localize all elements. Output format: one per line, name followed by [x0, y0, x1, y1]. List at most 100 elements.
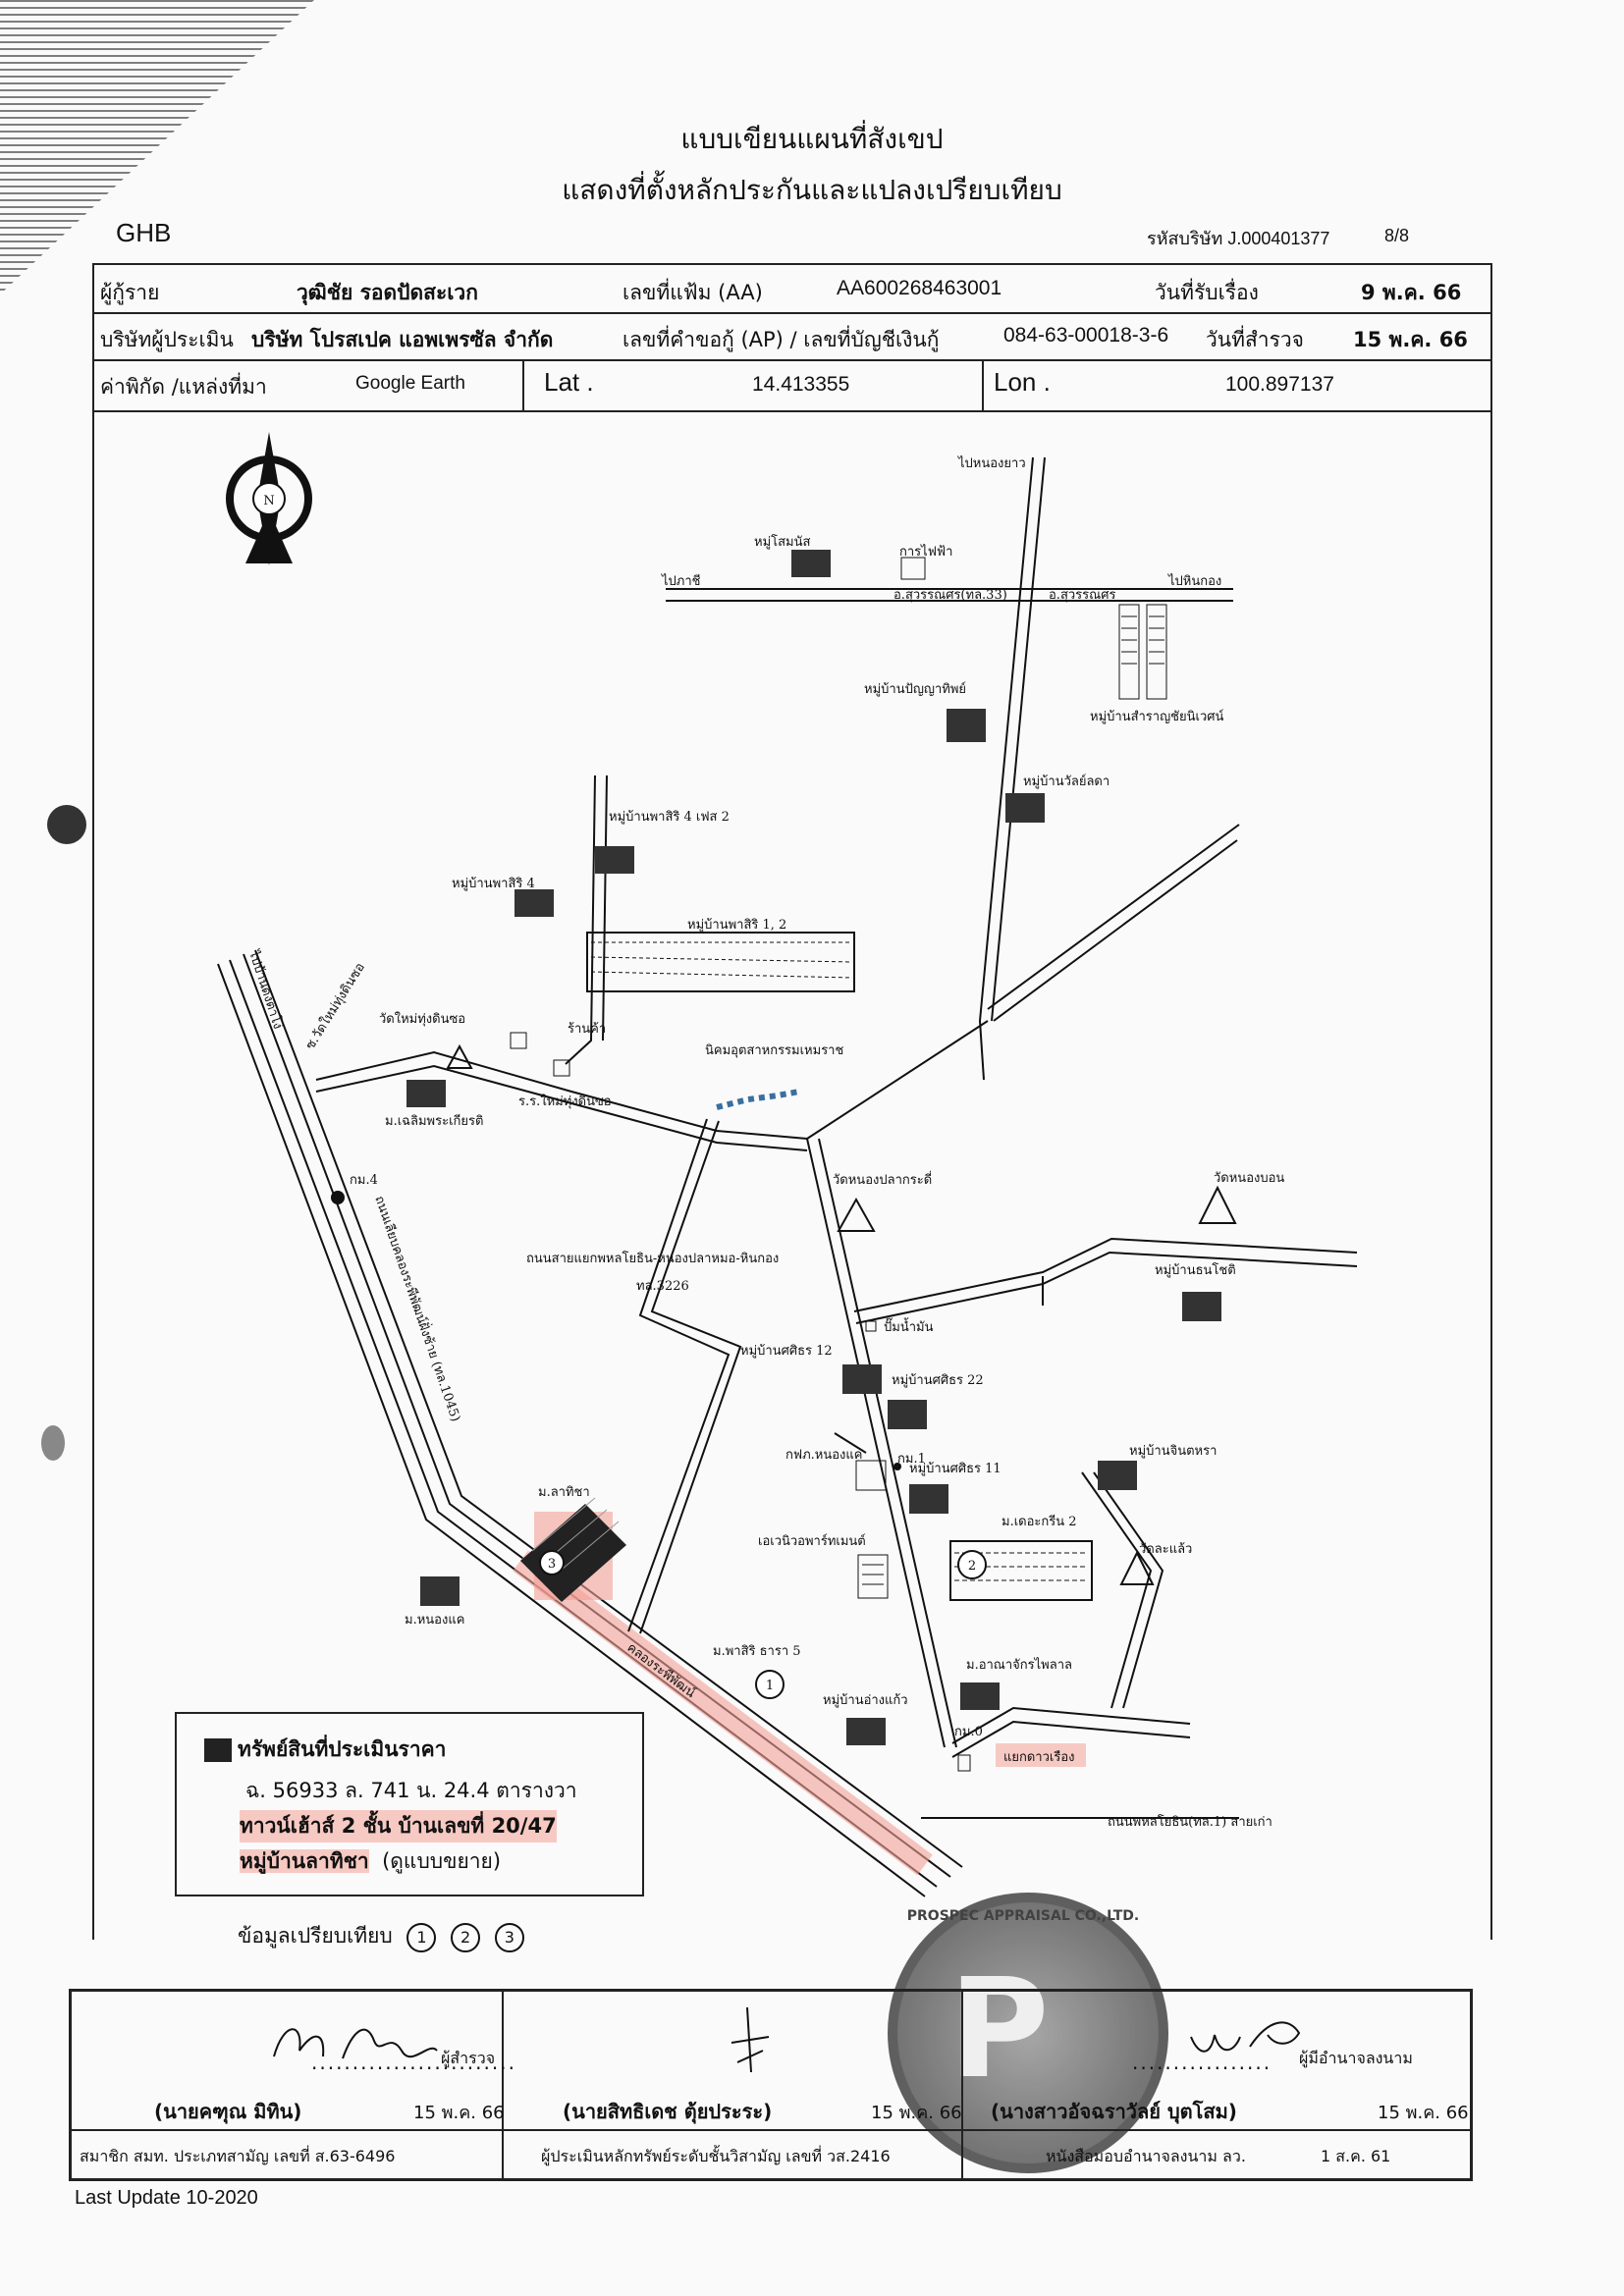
label-chaloem: ม.เฉลิมพระเกียรติ — [385, 1113, 483, 1129]
label-electric: การไฟฟ้า — [899, 544, 952, 560]
survey-label: วันที่สำรวจ — [1206, 328, 1304, 351]
sig-divider — [502, 1992, 504, 2178]
stamp-text: PROSPEC APPRAISAL CO.,LTD. — [906, 1908, 1140, 1924]
housing-block-saran — [1118, 604, 1167, 700]
comparable-circle-1: 1 — [406, 1923, 437, 1952]
row-divider — [94, 312, 1490, 314]
label-nongkhae-village: ม.หนองแค — [405, 1613, 464, 1628]
label-school: ร.ร.ใหม่ทุ่งดินซอ — [518, 1094, 612, 1109]
appraiser-signature — [731, 2006, 770, 2073]
request-label: เลขที่คำขอกู้ (AP) / เลขที่บัญชีเงินกู้ — [623, 328, 940, 351]
legend-type: ทาวน์เฮ้าส์ 2 ชั้น บ้านเลขที่ 20/47 — [240, 1810, 557, 1842]
row-divider — [94, 359, 1490, 361]
survey-value: 15 พ.ค. 66 — [1353, 328, 1468, 351]
label-suwannason: อ.สุวรรณศร(ทล.33) — [893, 588, 1007, 603]
map-svg: N — [217, 432, 1358, 1897]
surveyor-date: 15 พ.ค. 66 — [413, 2103, 505, 2123]
village-icons — [406, 550, 1221, 1745]
appraiser-label: บริษัทผู้ประเมิน — [100, 328, 234, 351]
road-network — [315, 456, 1358, 1819]
comparable-circle-3: 3 — [494, 1923, 524, 1952]
surveyor-signature — [273, 2028, 438, 2059]
label-to-hinkong: ไปหินกอง — [1167, 573, 1221, 589]
company-code: รหัสบริษัท J.000401377 — [1147, 229, 1330, 248]
legend-title-row: ทรัพย์สินที่ประเมินราคา — [204, 1734, 446, 1766]
label-industrial: นิคมอุตสาหกรรมเหมราช — [705, 1043, 843, 1058]
info-table: ผู้กู้ราย วุฒิชัย รอดปัดสะเวก เลขที่แฟ้ม… — [92, 263, 1492, 412]
legend-deed: ฉ. 56933 ล. 741 น. 24.4 ตารางวา — [245, 1779, 577, 1802]
map-labels: ไปหนองยาว หมู่โสมนัส การไฟฟ้า ไปภาชี อ.ส… — [245, 455, 1285, 1830]
north-arrow-icon: N — [226, 432, 312, 565]
label-village-jintra: หมู่บ้านจินตหรา — [1129, 1444, 1217, 1459]
label-village-saran: หมู่บ้านสำราญชัยนิเวศน์ — [1090, 709, 1224, 724]
industrial-estate-mark — [716, 1089, 800, 1110]
coord-label: ค่าพิกัด /แหล่งที่มา — [100, 375, 267, 399]
legend-box: ทรัพย์สินที่ประเมินราคา ฉ. 56933 ล. 741 … — [175, 1712, 644, 1896]
company-stamp: P PROSPEC APPRAISAL CO.,LTD. — [888, 1893, 1168, 2173]
applicant-label: ผู้กู้ราย — [100, 281, 160, 304]
label-village-sasiri12: หมู่บ้านศศิธร 12 — [740, 1344, 833, 1359]
label-to-phachi: ไปภาชี — [661, 573, 701, 589]
label-main-road: ถนนเลียบคลองระพีพัฒน์ฝั่งซ้าย (ทล.1045) — [371, 1194, 464, 1424]
last-update: Last Update 10-2020 — [75, 2187, 258, 2209]
lon-label: Lon . — [994, 367, 1051, 397]
label-shop: ร้านค้า — [568, 1022, 606, 1037]
label-pasiri-thara: ม.พาสิริ ธารา 5 — [713, 1644, 801, 1659]
km1-dot — [893, 1463, 901, 1470]
label-deeglin2: ม.เดอะกรีน 2 — [1001, 1514, 1077, 1529]
director-note: หนังสือมอบอำนาจลงนาม ลว. — [1046, 2147, 1246, 2165]
signature-block: ......................... ผู้สำรวจ (นายค… — [69, 1989, 1473, 2181]
director-name: (นางสาวอัจฉราวัลย์ บุตโสม) — [991, 2100, 1237, 2123]
appraiser-license: ผู้ประเมินหลักทรัพย์ระดับชั้นวิสามัญ เลข… — [541, 2147, 891, 2165]
file-label: เลขที่แฟ้ม (AA) — [623, 281, 763, 304]
comparable-circle-2: 2 — [451, 1923, 481, 1952]
director-note-date: 1 ส.ค. 61 — [1321, 2147, 1391, 2165]
appraiser-date: 15 พ.ค. 66 — [871, 2103, 962, 2123]
surveyor-name: (นายคฑุณ มิทิน) — [154, 2100, 302, 2123]
label-village-thanchoke: หมู่บ้านธนโชติ — [1155, 1262, 1236, 1278]
label-road-nongkhae: ถนนสายแยกพหลโยธิน-หนองปลาหมอ-หินกอง — [526, 1251, 779, 1266]
marker-2: 2 — [968, 1559, 976, 1574]
lat-value: 14.413355 — [752, 373, 850, 396]
col-divider — [982, 359, 984, 410]
page-title: แบบเขียนแผนที่สังเขป — [680, 123, 944, 155]
label-junction: แยกดาวเรือง — [1003, 1749, 1075, 1765]
received-value: 9 พ.ค. 66 — [1361, 281, 1462, 304]
punch-hole — [41, 1425, 65, 1461]
legend-title: ทรัพย์สินที่ประเมินราคา — [238, 1737, 447, 1761]
label-village-soson: หมู่โสมนัส — [754, 534, 811, 550]
label-wat-kaew: วัดละแล้ว — [1139, 1542, 1192, 1557]
label-wat-nongthong: วัดใหม่ทุ่งดินซอ — [379, 1011, 465, 1027]
director-date: 15 พ.ค. 66 — [1378, 2103, 1469, 2123]
housing-block-green — [949, 1540, 1093, 1601]
shop-icon — [510, 1032, 527, 1049]
legend-village: หมู่บ้านลาทิชา — [240, 1849, 369, 1873]
director-role: ผู้มีอำนาจลงนาม — [1299, 2049, 1413, 2067]
col-divider — [522, 359, 524, 410]
sig-row-divider — [72, 2129, 1470, 2131]
label-village-sasiri22: หมู่บ้านศศิธร 22 — [892, 1373, 984, 1388]
north-label: N — [263, 494, 274, 508]
appraiser-name: (นายสิทธิเดช ตุ้ยประระ) — [563, 2100, 773, 2123]
label-village-ongkaew: หมู่บ้านอ่างแก้ว — [823, 1693, 908, 1708]
surveyor-role: ผู้สำรวจ — [441, 2049, 496, 2067]
gas-station-icon — [865, 1320, 877, 1332]
lon-value: 100.897137 — [1225, 373, 1334, 396]
surveyor-member: สมาชิก สมท. ประเภทสามัญ เลขที่ ส.63-6496 — [80, 2147, 396, 2165]
label-km1: กม.1 — [897, 1452, 926, 1467]
housing-block-pasiri — [586, 932, 855, 992]
apartment-windows — [862, 1564, 884, 1585]
comparables-row: ข้อมูลเปรียบเทียบ 1 2 3 — [238, 1920, 524, 1952]
label-village-wat: หมู่บ้านวัลย์ลดา — [1023, 774, 1110, 789]
label-nongkhae-office: กฟภ.หนองแค — [785, 1448, 862, 1463]
km4-dot — [331, 1191, 345, 1204]
temple-icons — [446, 1043, 1237, 1585]
marker-3: 3 — [548, 1557, 556, 1572]
label-km4: กม.4 — [350, 1173, 378, 1188]
label-phahonyothin: ถนนพหลโยธิน(ทล.1) สายเก่า — [1108, 1814, 1272, 1830]
label-pasiri12: หมู่บ้านพาสิริ 1, 2 — [687, 918, 786, 933]
label-km0: กม.0 — [954, 1725, 983, 1739]
junction-highlight — [996, 1743, 1086, 1767]
comparables-label: ข้อมูลเปรียบเทียบ — [238, 1924, 393, 1948]
label-gas: ปั๊มน้ำมัน — [884, 1317, 934, 1335]
